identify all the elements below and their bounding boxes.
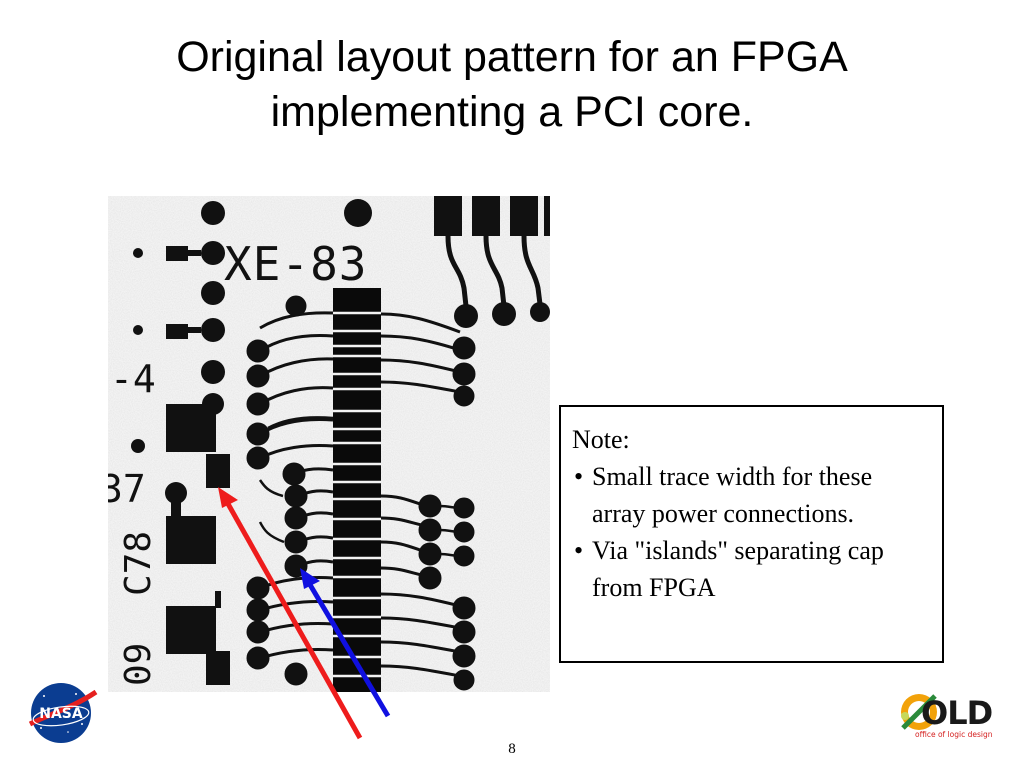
pcb-side-label-4: 09: [118, 643, 159, 686]
pcb-part-label: XE-83: [224, 237, 367, 291]
title-line-2: implementing a PCI core.: [270, 88, 754, 136]
red-arrow: [218, 487, 363, 740]
pcb-side-label-3: C78: [118, 531, 159, 596]
left-pads: [131, 201, 230, 685]
blue-arrow: [300, 568, 391, 718]
old-logo-tagline: office of logic design: [915, 730, 993, 739]
pcb-side-label-2: 37: [108, 467, 146, 511]
nasa-logo: NASA: [28, 683, 98, 743]
note-bullet-2: Via "islands" separating cap from FPGA: [572, 532, 932, 606]
old-logo-text: OLD: [921, 694, 992, 732]
pcb-side-label-1: -4: [110, 357, 156, 401]
right-trace-fanout: [380, 312, 476, 691]
note-heading: Note:: [572, 425, 630, 454]
top-right-pads: [434, 196, 550, 328]
old-logo: OLD office of logic design: [901, 694, 993, 739]
left-trace-fanout: [246, 295, 334, 686]
slide-title: Original layout pattern for an FPGA impl…: [40, 30, 984, 140]
title-line-1: Original layout pattern for an FPGA: [176, 33, 848, 81]
note-bullet-1: Small trace width for these array power …: [572, 458, 932, 532]
note-box: Note: Small trace width for these array …: [559, 405, 944, 663]
fpga-pin-column: [333, 288, 381, 692]
nasa-logo-text: NASA: [39, 706, 83, 722]
page-number: 8: [508, 741, 516, 757]
note-bullet-list: Small trace width for these array power …: [572, 458, 932, 606]
pcb-layout-photo: -4 37 C78 09 XE-83: [108, 196, 550, 692]
